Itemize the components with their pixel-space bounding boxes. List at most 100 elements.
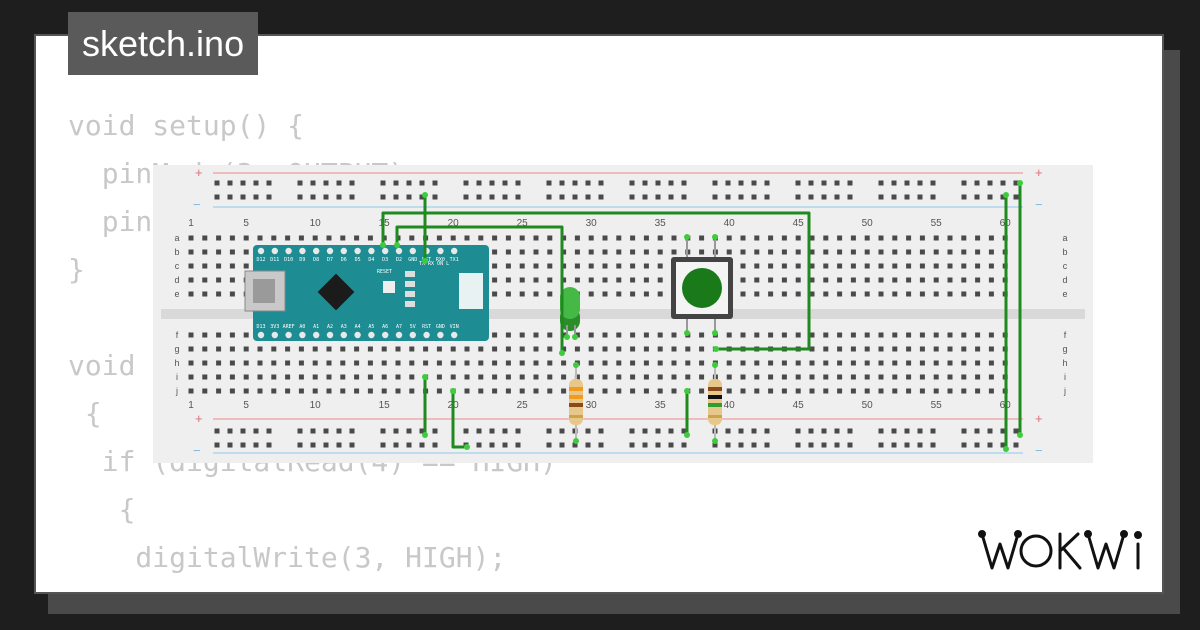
column-number: 55 xyxy=(931,218,943,229)
breadboard-hole xyxy=(975,332,981,338)
breadboard-hole xyxy=(395,346,401,352)
nano-pin xyxy=(313,247,320,255)
wire xyxy=(451,391,467,449)
arduino-nano[interactable]: D12D11D10D9D8D7D6D5D4D3D2GNDRSTRX0TX1D13… xyxy=(244,245,489,341)
breadboard-hole xyxy=(892,235,898,241)
breadboard-hole xyxy=(240,180,246,186)
connection-dot xyxy=(422,432,428,438)
breadboard-hole xyxy=(216,388,222,394)
breadboard-hole xyxy=(253,442,259,448)
breadboard-hole xyxy=(519,291,525,297)
breadboard-hole xyxy=(837,263,843,269)
breadboard-hole xyxy=(823,360,829,366)
led-component[interactable] xyxy=(560,287,580,337)
resistor-button[interactable] xyxy=(708,365,722,441)
breadboard-hole xyxy=(974,180,980,186)
breadboard-hole xyxy=(214,180,220,186)
breadboard-hole xyxy=(847,442,853,448)
breadboard-hole xyxy=(768,291,774,297)
breadboard-hole xyxy=(1013,442,1019,448)
led-on-icon xyxy=(405,291,415,297)
breadboard-hole xyxy=(546,194,552,200)
breadboard-hole xyxy=(432,180,438,186)
code-line: void setup() { xyxy=(68,109,305,142)
nano-pin xyxy=(326,331,334,339)
breadboard-hole xyxy=(476,428,482,434)
nano-pin-label: D7 xyxy=(327,257,333,263)
breadboard-hole xyxy=(478,346,484,352)
nano-pin xyxy=(285,331,292,339)
pushbutton-component[interactable] xyxy=(671,237,733,333)
breadboard-hole xyxy=(878,263,884,269)
breadboard-hole xyxy=(699,374,705,380)
breadboard-hole xyxy=(961,346,967,352)
breadboard-hole xyxy=(243,374,249,380)
breadboard-hole xyxy=(432,194,438,200)
breadboard-hole xyxy=(505,291,511,297)
breadboard-hole xyxy=(850,277,856,283)
breadboard-hole xyxy=(671,388,677,394)
breadboard-hole xyxy=(878,360,884,366)
breadboard-hole xyxy=(616,263,622,269)
breadboard-hole xyxy=(492,332,498,338)
breadboard-hole xyxy=(850,263,856,269)
row-letter: j xyxy=(175,386,178,396)
nano-pin-label: D5 xyxy=(355,257,361,263)
breadboard-hole xyxy=(310,194,316,200)
breadboard-hole xyxy=(961,442,967,448)
breadboard-hole xyxy=(643,346,649,352)
resistor-led[interactable] xyxy=(569,365,583,441)
connection-dot xyxy=(572,334,578,340)
breadboard-hole xyxy=(285,346,291,352)
breadboard-hole xyxy=(917,180,923,186)
breadboard-hole xyxy=(240,428,246,434)
breadboard-hole xyxy=(533,332,539,338)
breadboard-hole xyxy=(917,428,923,434)
breadboard-hole xyxy=(933,291,939,297)
breadboard-hole xyxy=(336,180,342,186)
breadboard-hole xyxy=(642,194,648,200)
breadboard-hole xyxy=(476,442,482,448)
breadboard: 1155101015152020252530303535404045455050… xyxy=(153,165,1093,463)
breadboard-hole xyxy=(419,442,425,448)
breadboard-hole xyxy=(216,235,222,241)
breadboard-hole xyxy=(227,180,233,186)
breadboard-hole xyxy=(380,180,386,186)
breadboard-hole xyxy=(850,374,856,380)
breadboard-hole xyxy=(450,346,456,352)
breadboard-hole xyxy=(381,360,387,366)
breadboard-hole xyxy=(781,263,787,269)
breadboard-hole xyxy=(616,235,622,241)
breadboard-hole xyxy=(809,277,815,283)
nano-pin-label: D9 xyxy=(299,257,305,263)
breadboard-hole xyxy=(463,194,469,200)
nano-pin xyxy=(354,331,361,339)
breadboard-hole xyxy=(464,346,470,352)
breadboard-hole xyxy=(795,291,801,297)
breadboard-hole xyxy=(464,388,470,394)
breadboard-hole xyxy=(432,428,438,434)
breadboard-hole xyxy=(354,346,360,352)
reset-button[interactable] xyxy=(383,281,395,293)
file-tab[interactable]: sketch.ino xyxy=(68,12,259,75)
pushbutton-cap-icon[interactable] xyxy=(682,268,722,308)
column-number: 10 xyxy=(310,218,322,229)
breadboard-hole xyxy=(240,442,246,448)
led-tx-icon xyxy=(405,271,415,277)
nano-pin-label: D2 xyxy=(396,257,402,263)
breadboard-hole xyxy=(312,346,318,352)
resistor-band xyxy=(708,395,722,399)
breadboard-hole xyxy=(629,180,635,186)
breadboard-hole xyxy=(585,428,591,434)
breadboard-hole xyxy=(450,360,456,366)
breadboard-hole xyxy=(381,374,387,380)
breadboard-hole xyxy=(229,235,235,241)
breadboard-hole xyxy=(561,388,567,394)
breadboard-hole xyxy=(240,194,246,200)
row-letter: f xyxy=(1064,330,1067,340)
breadboard-hole xyxy=(725,442,731,448)
breadboard-hole xyxy=(878,235,884,241)
breadboard-hole xyxy=(419,194,425,200)
rail-plus-label: + xyxy=(195,165,203,180)
breadboard-hole xyxy=(216,263,222,269)
